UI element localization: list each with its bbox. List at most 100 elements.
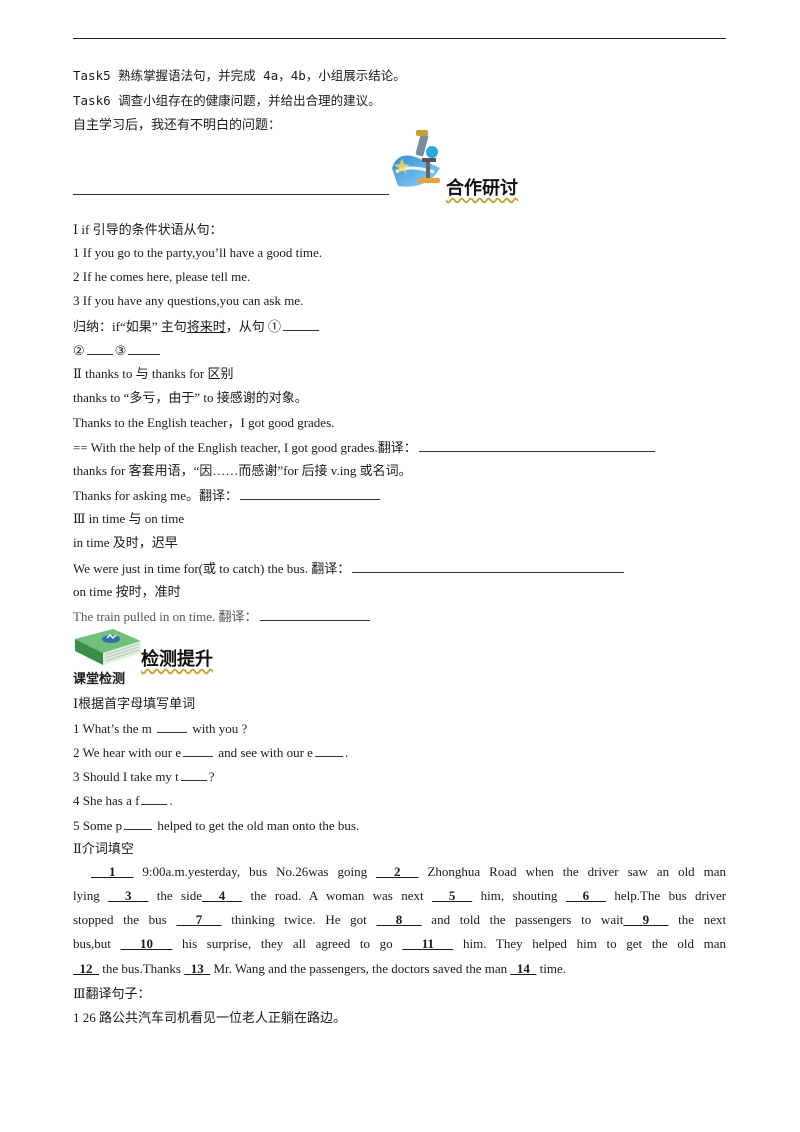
cloze-blank-3[interactable]: 3 xyxy=(124,888,132,903)
cloze-blank-10[interactable]: 10 xyxy=(139,936,153,951)
cloze-blank-9[interactable]: 9 xyxy=(642,912,650,927)
cloze-text: time. xyxy=(539,961,566,976)
cloze-blank-13[interactable]: 13 xyxy=(190,961,204,976)
q4-blank[interactable] xyxy=(141,791,168,805)
cloze-text: stopped the bus xyxy=(73,912,167,927)
fill-q2: 2 We hear with our e and see with our e. xyxy=(73,743,348,762)
cloze-text: him, shouting xyxy=(480,888,558,903)
part2-line-2: Thanks to the English teacher，I got good… xyxy=(73,415,335,430)
translate-sentence-1: 1 26 路公共汽车司机看见一位老人正躺在路边。 xyxy=(73,1010,347,1025)
question-line: 自主学习后，我还有不明白的问题： xyxy=(73,117,282,132)
summary-clause: ，从句 ① xyxy=(225,319,282,334)
translate-blank-2[interactable] xyxy=(240,486,381,500)
fill-q1: 1 What’s the m with you ? xyxy=(73,719,247,738)
q5-blank[interactable] xyxy=(124,816,153,830)
microscope-icon xyxy=(392,130,440,187)
cloze-text: the bus.Thanks xyxy=(102,961,181,976)
q2-text-c: . xyxy=(344,745,349,760)
cloze-blank-5[interactable]: 5 xyxy=(448,888,456,903)
summary-marker-3: ③ xyxy=(114,343,127,358)
cloze-blank-6[interactable]: 6 xyxy=(582,888,590,903)
q1-text-b: with you ? xyxy=(189,721,248,736)
translate-blank-1[interactable] xyxy=(418,438,655,452)
part2-line-5: Thanks for asking me。翻译： xyxy=(73,486,382,505)
part3-heading: Ⅲ in time 与 on time xyxy=(73,511,185,526)
task6-line: Task6 调查小组存在的健康问题，并给出合理的建议。 xyxy=(73,93,381,108)
part1-heading: Ⅰ if 引导的条件状语从句： xyxy=(73,222,223,237)
cloze-blank-4[interactable]: 4 xyxy=(218,888,226,903)
summary-marker-2: ② xyxy=(73,343,85,358)
summary-prefix: 归纳：if“如果” 主句 xyxy=(73,319,187,334)
fill-initial-heading: Ⅰ根据首字母填写单词 xyxy=(73,696,196,711)
cloze-blank-14[interactable]: 14 xyxy=(516,961,530,976)
q5-text-a: 5 Some p xyxy=(73,818,123,833)
cloze-text: bus,but xyxy=(73,936,111,951)
q2-text-a: 2 We hear with our e xyxy=(73,745,182,760)
summary-blank-1[interactable] xyxy=(283,317,320,331)
cloze-blank-2[interactable]: 2 xyxy=(394,864,401,879)
prep-heading: Ⅱ介词填空 xyxy=(73,841,134,856)
summary-future-tense: 将来时 xyxy=(186,319,226,334)
q3-blank[interactable] xyxy=(180,767,207,781)
part3-line-4: The train pulled in on time. 翻译： xyxy=(73,607,372,626)
part3-line-4-text: The train pulled in on time. 翻译： xyxy=(73,609,258,624)
cloze-text: Mr. Wang and the passengers, the doctors… xyxy=(213,961,508,976)
q1-text-a: 1 What’s the m xyxy=(73,721,156,736)
cloze-blank-1[interactable]: 1 xyxy=(108,864,116,879)
cloze-blank-8[interactable]: 8 xyxy=(395,912,403,927)
part1-sentence-2: 2 If he comes here, please tell me. xyxy=(73,269,251,284)
q5-text-b: helped to get the old man onto the bus. xyxy=(154,818,360,833)
q2-blank-2[interactable] xyxy=(314,743,343,757)
question-answer-line xyxy=(73,194,389,195)
cloze-text: the side xyxy=(156,888,202,903)
summary-blank-3[interactable] xyxy=(128,341,161,355)
translate-heading: Ⅲ翻译句子： xyxy=(73,986,151,1001)
summary-blank-2[interactable] xyxy=(86,341,113,355)
cloze-blank-12[interactable]: 12 xyxy=(79,961,93,976)
cloze-line-5: 12 the bus.Thanks 13 Mr. Wang and the pa… xyxy=(73,960,567,978)
cloze-blank-7[interactable]: 7 xyxy=(195,912,203,927)
part3-line-2-text: We were just in time for(或 to catch) the… xyxy=(73,561,351,576)
fill-q5: 5 Some p helped to get the old man onto … xyxy=(73,816,359,835)
translate-blank-3[interactable] xyxy=(352,559,625,573)
cloze-text: Zhonghua Road when the driver saw an old… xyxy=(427,864,727,879)
fill-q4: 4 She has a f. xyxy=(73,791,173,810)
part1-summary: 归纳：if“如果” 主句将来时，从句 ① xyxy=(73,317,321,336)
task5-line: Task5 熟练掌握语法句，并完成 4a，4b，小组展示结论。 xyxy=(73,68,406,83)
header-rule xyxy=(73,38,726,39)
fill-q3: 3 Should I take my t? xyxy=(73,767,215,786)
cloze-text: help.The bus driver xyxy=(614,888,727,903)
cloze-line-3: stopped the bus 7 thinking twice. He got… xyxy=(73,908,726,933)
cloze-text: lying xyxy=(73,888,100,903)
translate-blank-4[interactable] xyxy=(259,607,370,621)
part2-line-3-text: == With the help of the English teacher,… xyxy=(73,440,417,455)
q2-blank-1[interactable] xyxy=(183,743,214,757)
cloze-line-2: lying 3 the side 4 the road. A woman was… xyxy=(73,884,726,909)
part3-line-1: in time 及时，迟早 xyxy=(73,535,178,550)
q2-text-b: and see with our e xyxy=(215,745,313,760)
q3-text-a: 3 Should I take my t xyxy=(73,769,179,784)
part2-line-4: thanks for 客套用语，“因……而感谢”for 后接 v.ing 或名词… xyxy=(73,463,412,478)
q4-text-a: 4 She has a f xyxy=(73,793,140,808)
part2-heading: Ⅱ thanks to 与 thanks for 区别 xyxy=(73,366,234,381)
part3-line-2: We were just in time for(或 to catch) the… xyxy=(73,559,626,578)
cloze-text: him. They helped him to get the old man xyxy=(463,936,727,951)
cloze-line-4: bus,but 10 his surprise, they all agreed… xyxy=(73,932,726,957)
book-icon xyxy=(75,629,141,665)
part1-sentence-3: 3 If you have any questions,you can ask … xyxy=(73,293,304,308)
cloze-text: the next xyxy=(678,912,727,927)
q1-blank[interactable] xyxy=(157,719,188,733)
test-heading: 检测提升 xyxy=(141,649,213,670)
cloze-line-1: 1 9:00a.m.yesterday, bus No.26was going … xyxy=(73,860,726,885)
part1-sentence-1: 1 If you go to the party,you’ll have a g… xyxy=(73,245,322,260)
part3-line-3: on time 按时，准时 xyxy=(73,584,181,599)
cloze-text: thinking twice. He got xyxy=(231,912,367,927)
cloze-text: his surprise, they all agreed to go xyxy=(181,936,393,951)
cloze-blank-11[interactable]: 11 xyxy=(421,936,434,951)
cloze-text: 9:00a.m.yesterday, bus No.26was going xyxy=(142,864,368,879)
part2-line-5-text: Thanks for asking me。翻译： xyxy=(73,488,239,503)
part2-line-1: thanks to “多亏，由于” to 接感谢的对象。 xyxy=(73,390,308,405)
cloze-text: and told the passengers to wait xyxy=(431,912,624,927)
